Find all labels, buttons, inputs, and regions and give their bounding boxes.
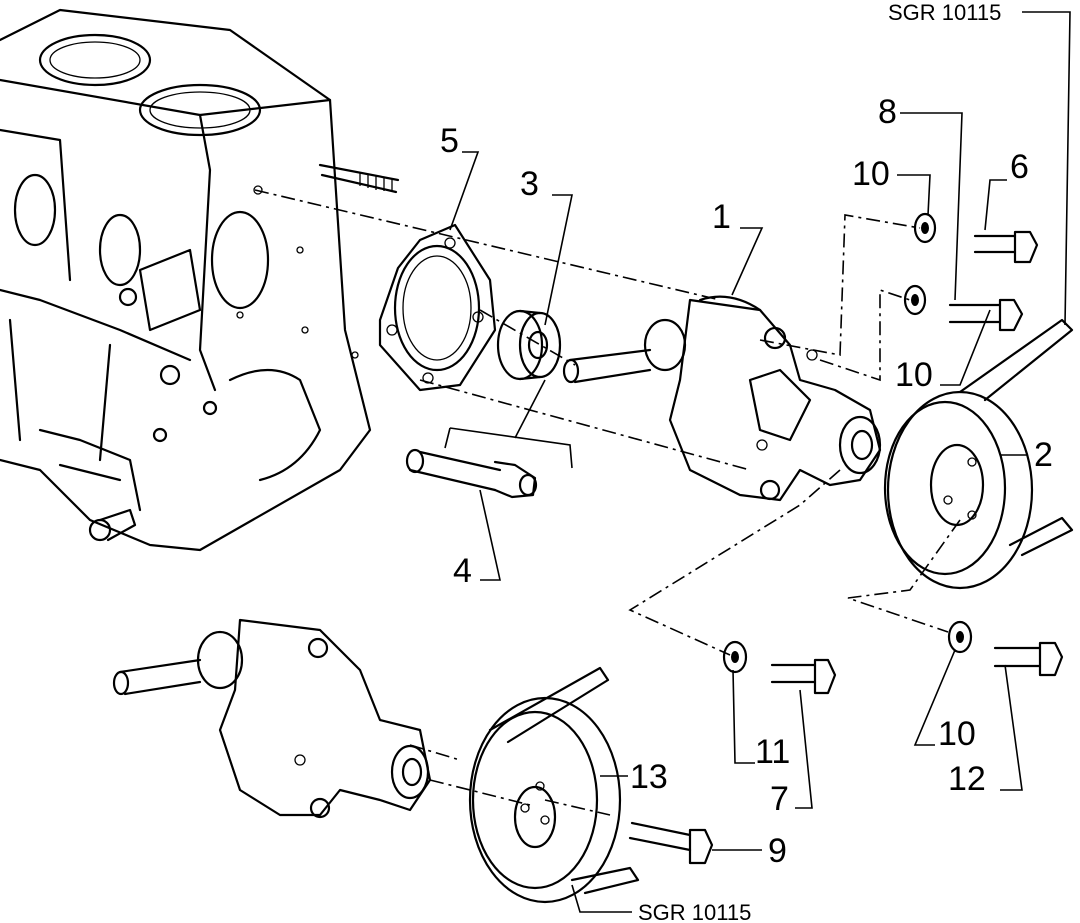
callout-12-bolt: 12 <box>948 760 986 798</box>
water-pump-main <box>562 295 882 502</box>
callout-13-pulley: 13 <box>630 758 668 796</box>
callout-11-washer: 11 <box>755 733 790 771</box>
engine-block <box>0 8 400 552</box>
pump-seal <box>496 309 562 381</box>
callout-7-bolt: 7 <box>770 780 789 818</box>
callout-9-bolt: 9 <box>768 832 787 870</box>
bypass-hose-fitting <box>405 448 538 499</box>
callout-10-washer-c: 10 <box>938 715 976 753</box>
callout-5-gasket: 5 <box>440 122 459 160</box>
assembly-lines <box>254 189 961 816</box>
callout-10-washer-a: 10 <box>852 155 890 193</box>
water-pump-alternate <box>112 618 432 819</box>
callout-10-washer-b: 10 <box>895 356 933 394</box>
callout-4-hose-fitting: 4 <box>453 552 472 590</box>
pump-pulley-alternate <box>468 666 714 904</box>
gasket <box>378 223 497 392</box>
callout-1-water-pump: 1 <box>712 198 731 236</box>
callout-3-seal: 3 <box>520 165 539 203</box>
leader-lines <box>444 11 1071 913</box>
fasteners-middle <box>722 640 837 695</box>
figure-code-top: SGR 10115 <box>888 0 1001 25</box>
callout-2-pulley: 2 <box>1034 436 1053 474</box>
pump-pulley <box>883 390 1034 590</box>
figure-code-bottom: SGR 10115 <box>638 900 751 923</box>
callout-8-bolt: 8 <box>878 93 897 131</box>
fasteners-right <box>903 212 1064 677</box>
callout-6-bolt: 6 <box>1010 148 1029 186</box>
drive-belt-upper <box>958 318 1074 557</box>
